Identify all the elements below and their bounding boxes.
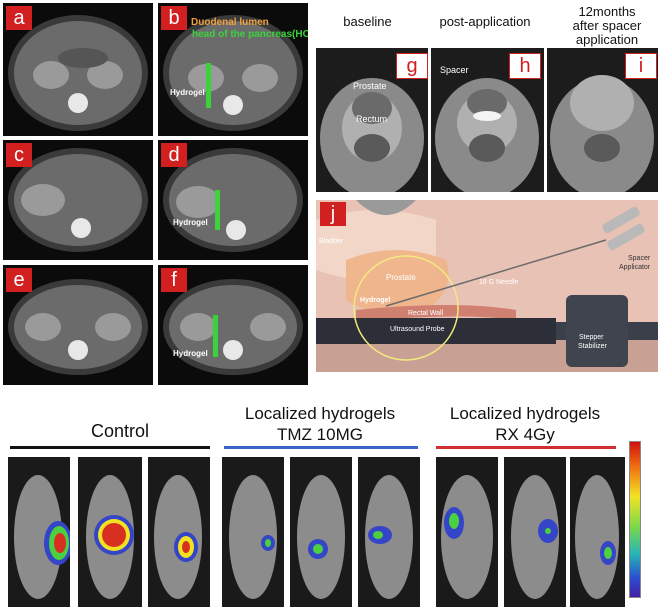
panel-d: d Hydrogel — [158, 140, 308, 260]
panel-letter-c: c — [6, 143, 32, 167]
panel-i: i — [547, 48, 658, 192]
label-bladder: Bladder — [319, 238, 344, 245]
label-prostate-j: Prostate — [386, 273, 416, 282]
panel-letter-i: i — [625, 53, 657, 79]
group-title-control: Control — [90, 421, 150, 441]
mouse-image — [570, 457, 625, 607]
panel-j: j Bladder Prostate Hydrogel Rectal Wall … — [316, 200, 658, 372]
label-spacer-h: Spacer — [440, 65, 469, 75]
mouse-image — [8, 457, 72, 607]
mouse-image — [290, 457, 352, 607]
ct-scan-c — [8, 148, 148, 252]
panel-letter-h: h — [509, 53, 541, 79]
header-post-application: post-application — [439, 14, 531, 29]
mri-scan-g — [316, 48, 428, 192]
label-applicator: Applicator — [619, 264, 651, 271]
panel-f: f Hydrogel — [158, 265, 308, 385]
group-title-rx-line1: Localized hydrogels — [449, 404, 601, 423]
panel-letter-b: b — [161, 6, 187, 30]
panel-letter-j: j — [320, 202, 346, 226]
ct-scan-b — [163, 15, 303, 131]
ct-scan-e — [8, 279, 148, 375]
group-title-rx-line2: RX 4Gy — [495, 425, 555, 444]
group-title-tmz-line1: Localized hydrogels — [244, 404, 396, 423]
label-18g-needle: 18 G Needle — [479, 279, 519, 286]
panel-letter-a: a — [6, 6, 32, 30]
label-hydrogel-f: Hydrogel — [173, 349, 208, 358]
panel-e: e — [3, 265, 153, 385]
mouse-image — [148, 457, 210, 607]
color-scale-bar — [629, 441, 641, 598]
mouse-image — [436, 457, 498, 607]
label-duodenal-lumen: Duodenal lumen — [191, 17, 269, 28]
header-baseline: baseline — [343, 14, 392, 29]
panel-letter-f: f — [161, 268, 187, 292]
ct-scan-a — [8, 15, 148, 131]
ct-scan-d — [163, 148, 303, 252]
label-rectal-wall: Rectal Wall — [408, 310, 444, 317]
mouse-image — [504, 457, 566, 607]
label-ultrasound-probe: Ultrasound Probe — [390, 326, 445, 333]
group-line-tmz — [224, 446, 418, 449]
ct-scan-f — [163, 279, 303, 375]
panel-letter-d: d — [161, 143, 187, 167]
panel-a: a — [3, 3, 153, 136]
group-title-tmz-line2: TMZ 10MG — [277, 425, 363, 444]
header-12months-line2: after spacer — [572, 18, 642, 33]
mouse-image — [222, 457, 284, 607]
label-hydrogel-j: Hydrogel — [360, 297, 391, 304]
label-hydrogel-b: Hydrogel — [170, 88, 205, 97]
panel-g: g Prostate Rectum — [316, 48, 428, 192]
panel-letter-e: e — [6, 268, 32, 292]
mouse-image — [78, 457, 142, 607]
panel-h: h Spacer — [431, 48, 544, 192]
panel-letter-g: g — [396, 53, 428, 79]
group-line-control — [10, 446, 210, 449]
label-rectum-g: Rectum — [356, 114, 388, 124]
label-stepper: Stepper — [579, 334, 604, 341]
label-head-of-pancreas: head of the pancreas(HOP) — [192, 29, 308, 40]
panel-c: c — [3, 140, 153, 260]
label-hydrogel-d: Hydrogel — [173, 218, 208, 227]
header-12months-line3: application — [575, 32, 639, 47]
illustration-prostate-spacer — [316, 200, 658, 372]
label-prostate-g: Prostate — [353, 81, 387, 91]
panel-b: b Duodenal lumen head of the pancreas(HO… — [158, 3, 308, 136]
label-stabilizer: Stabilizer — [578, 343, 607, 350]
header-12months-line1: 12months — [578, 4, 636, 19]
mouse-image — [358, 457, 420, 607]
group-line-rx — [436, 446, 616, 449]
label-spacer-j: Spacer — [628, 255, 651, 262]
